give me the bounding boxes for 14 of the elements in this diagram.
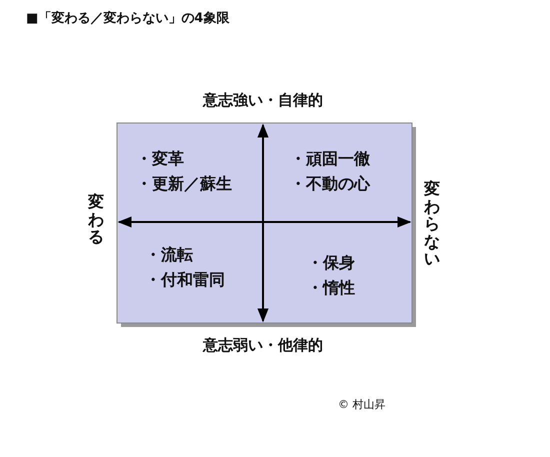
axis-label: 意志強い・自律的 — [203, 91, 323, 110]
quadrant-item: ・変革 — [136, 149, 184, 170]
quadrant-item: ・保身 — [307, 253, 355, 274]
quadrant-item: ・惰性 — [307, 278, 355, 299]
axis-label: 意志弱い・他律的 — [203, 336, 323, 355]
copyright-note: © 村山昇 — [338, 397, 386, 412]
quadrant-item: ・頑固一徹 — [290, 149, 370, 170]
quadrant-item: ・不動の心 — [290, 174, 370, 195]
quadrant-item: ・流転 — [145, 245, 193, 266]
title: ■「変わる／変わらない」の4象限 — [26, 10, 230, 27]
quadrant-item: ・更新／蘇生 — [136, 174, 232, 195]
axis-label: 変わる — [88, 193, 104, 246]
quadrant-item: ・付和雷同 — [145, 270, 225, 291]
axis-label: 変わらない — [424, 180, 440, 268]
